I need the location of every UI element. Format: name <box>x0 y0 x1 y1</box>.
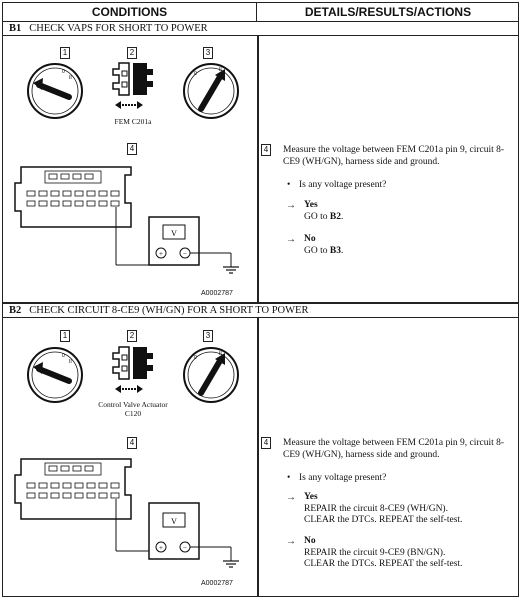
b2-ignition-switch-on-icon: 0 II <box>183 347 239 403</box>
b1-fig-label-4: 4 <box>127 143 137 155</box>
b1-b2-separator <box>3 302 518 304</box>
b1-step-id: B1 <box>9 23 22 34</box>
b2-question: Is any voltage present? <box>299 473 387 483</box>
details-header: DETAILS/RESULTS/ACTIONS <box>257 3 519 22</box>
b1-fig-label-2: 2 <box>127 47 137 59</box>
b1-figure-id: A0002787 <box>201 290 233 297</box>
b1-connector-caption: FEM C201a <box>114 117 152 126</box>
b2-connector-caption-line2: C120 <box>124 409 142 418</box>
b1-no-arrow: → <box>286 234 296 245</box>
b2-connector-caption-line1: Control Valve Actuator <box>98 400 168 409</box>
b2-yes-label: Yes <box>304 492 318 502</box>
b2-fig-label-4: 4 <box>127 437 137 449</box>
svg-text:II: II <box>219 351 222 357</box>
b2-fig-label-3: 3 <box>203 330 213 342</box>
b2-connector-icon <box>112 346 153 393</box>
b1-yes-arrow: → <box>286 200 296 211</box>
b1-fig-label-3: 3 <box>203 47 213 59</box>
b1-step-number-box: 4 <box>261 144 511 156</box>
b2-column-divider <box>257 318 259 596</box>
b2-step-id: B2 <box>9 305 22 316</box>
b1-connector-icon <box>112 62 153 109</box>
b2-step-number: 4 <box>261 437 271 449</box>
b1-module-voltmeter-diagram: V + − <box>14 166 239 274</box>
b1-step-title: CHECK VAPS FOR SHORT TO POWER <box>29 23 208 34</box>
svg-text:−: − <box>183 544 187 552</box>
b1-ignition-switch-on-icon: 0 II <box>183 63 239 119</box>
b1-no-action: GO to B3. <box>304 245 344 256</box>
b1-yes-action: GO to B2. <box>304 211 344 222</box>
b2-yes-block: Yes REPAIR the circuit 8-CE9 (WH/GN). CL… <box>304 492 462 527</box>
b2-yes-action-1: REPAIR the circuit 8-CE9 (WH/GN). <box>304 503 448 514</box>
b1-question: Is any voltage present? <box>299 180 387 190</box>
svg-text:0: 0 <box>194 71 197 77</box>
b1-yes-block: Yes GO to B2. <box>304 200 343 223</box>
svg-text:0: 0 <box>62 353 65 359</box>
b1-column-divider <box>257 36 259 302</box>
b1-fig-label-1: 1 <box>60 47 70 59</box>
b1-ignition-switch-off-icon: 0 II <box>27 63 83 119</box>
b2-no-label: No <box>304 536 316 546</box>
b2-ignition-switch-off-icon: 0 II <box>27 347 83 403</box>
b1-no-block: No GO to B3. <box>304 234 343 257</box>
b1-meter-readout: V <box>171 229 177 238</box>
b2-module-voltmeter-diagram: V + − <box>14 458 239 568</box>
b2-no-block: No REPAIR the circuit 9-CE9 (BN/GN). CLE… <box>304 536 462 571</box>
svg-text:0: 0 <box>194 355 197 361</box>
b1-yes-label: Yes <box>304 200 318 210</box>
b2-bullet: • <box>287 473 291 483</box>
svg-text:+: + <box>159 250 163 258</box>
conditions-header: CONDITIONS <box>3 3 257 22</box>
svg-text:II: II <box>69 75 72 81</box>
b2-step-number-box: 4 <box>261 437 511 449</box>
svg-text:+: + <box>159 544 163 552</box>
b2-step-title: CHECK CIRCUIT 8-CE9 (WH/GN) FOR A SHORT … <box>29 305 309 316</box>
b1-measure-instruction: Measure the voltage between FEM C201a pi… <box>283 145 505 167</box>
b2-measure-instruction: Measure the voltage between FEM C201a pi… <box>283 438 505 460</box>
svg-text:II: II <box>219 67 222 73</box>
b2-no-action-2: CLEAR the DTCs. REPEAT the self-test. <box>304 559 463 569</box>
b1-title-row: B1 CHECK VAPS FOR SHORT TO POWER <box>3 22 518 36</box>
b2-yes-arrow: → <box>286 492 296 503</box>
svg-text:−: − <box>183 250 187 258</box>
b2-meter-readout: V <box>171 517 177 526</box>
svg-text:0: 0 <box>62 69 65 75</box>
b1-step-number: 4 <box>261 144 271 156</box>
b2-figure-id: A0002787 <box>201 580 233 587</box>
svg-text:II: II <box>69 359 72 365</box>
b2-title-row: B2 CHECK CIRCUIT 8-CE9 (WH/GN) FOR A SHOR… <box>3 304 518 318</box>
b2-fig-label-2: 2 <box>127 330 137 342</box>
b2-no-arrow: → <box>286 536 296 547</box>
b2-connector-caption: Control Valve Actuator C120 <box>83 400 183 418</box>
b2-yes-action-2: CLEAR the DTCs. REPEAT the self-test. <box>304 515 463 525</box>
b2-no-action-1: REPAIR the circuit 9-CE9 (BN/GN). <box>304 547 446 558</box>
b1-bullet: • <box>287 180 291 190</box>
b1-no-label: No <box>304 234 316 244</box>
b2-fig-label-1: 1 <box>60 330 70 342</box>
